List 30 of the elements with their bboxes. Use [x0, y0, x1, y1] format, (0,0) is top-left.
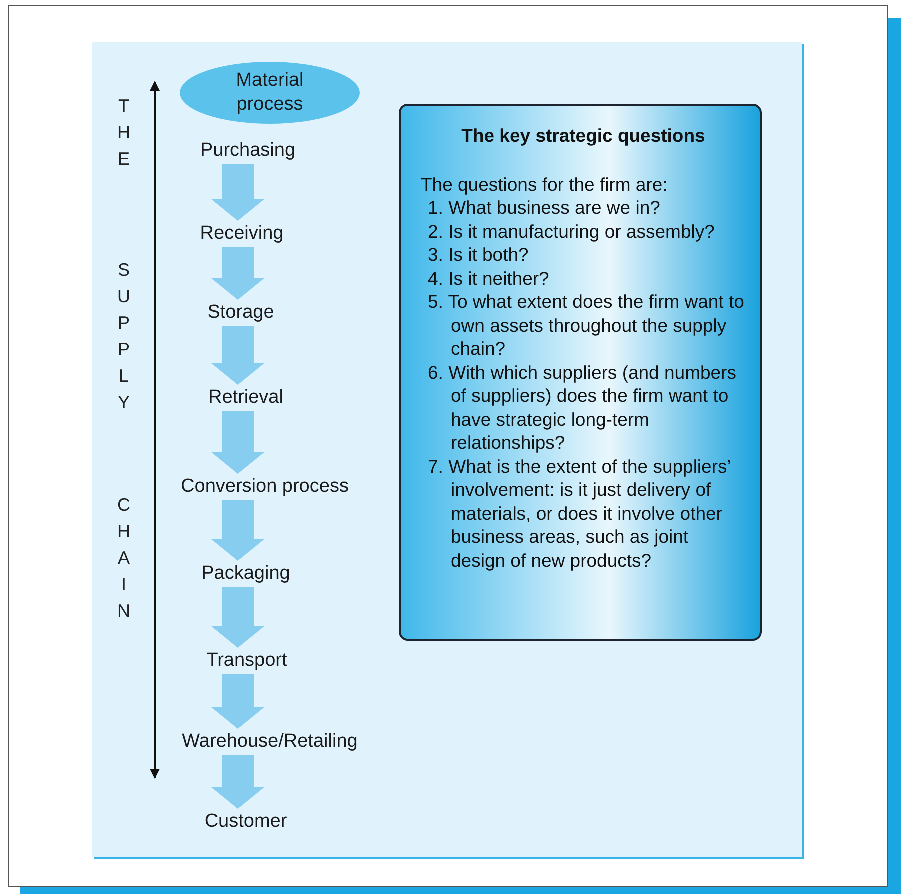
block-arrow	[211, 587, 265, 648]
block-arrow	[211, 411, 265, 474]
question-item: 6. With which suppliers (and numbers of suppliers) does the firm want to have strategic long-term relationships?	[427, 360, 738, 454]
question-item: 7. What is the extent of the suppliers’ involvement: is it just delivery of materials, or does it involve other business areas, such as joint design of new products?	[427, 454, 732, 572]
step-label: Purchasing	[138, 139, 358, 163]
step-label: Transport	[137, 649, 357, 673]
question-item: 3. Is it both?	[427, 243, 530, 266]
block-arrow	[211, 164, 265, 221]
block-arrow	[211, 674, 265, 729]
block-arrow	[211, 755, 265, 809]
block-arrow	[211, 326, 265, 385]
block-arrow	[211, 247, 265, 300]
question-item: 4. Is it neither?	[427, 266, 550, 290]
side-label: THE	[113, 96, 134, 176]
question-item: 1. What business are we in?	[427, 196, 662, 220]
step-label: Customer	[136, 810, 356, 834]
step-label: Storage	[131, 301, 351, 325]
questions-panel	[399, 104, 762, 641]
block-arrow	[211, 500, 265, 561]
panel-heading: The key strategic questions	[460, 124, 706, 148]
step-label: Retrieval	[136, 386, 356, 410]
side-label: SUPPLY	[113, 260, 134, 419]
step-label: Packaging	[136, 562, 356, 586]
step-label: Conversion process	[155, 475, 375, 499]
question-item: 2. Is it manufacturing or assembly?	[427, 220, 716, 243]
step-label: Warehouse/Retailing	[160, 730, 380, 754]
question-item: 5. To what extent does the firm want to own assets throughout the supply chain?	[427, 290, 746, 360]
panel-text: The questions for the firm are:	[421, 172, 669, 196]
side-label: CHAIN	[113, 495, 134, 628]
step-label: Receiving	[132, 222, 352, 246]
